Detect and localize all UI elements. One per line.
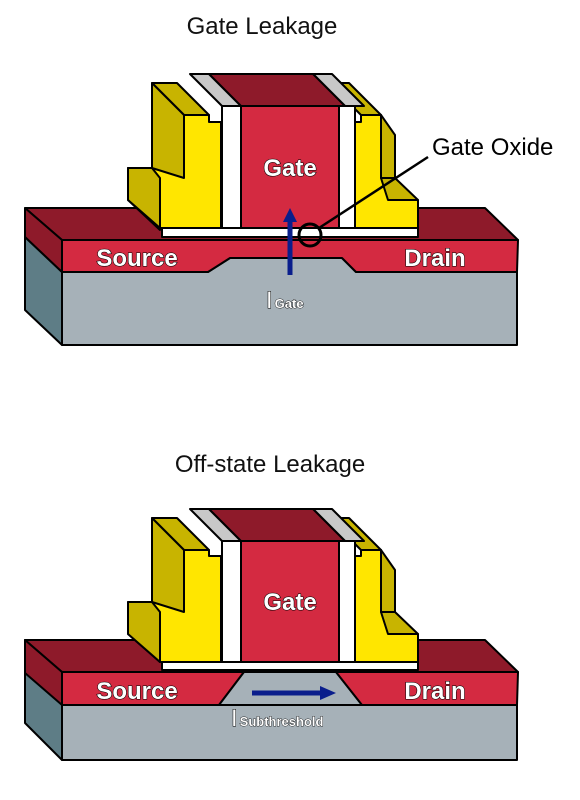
gate-leakage-svg: Gate Leakage Gate Source Drain	[24, 13, 553, 346]
gate-current-arrow	[283, 208, 297, 275]
right-spacer-ledge	[380, 177, 419, 201]
oxide-callout-line	[318, 155, 429, 230]
right-spacer-ledge	[380, 611, 419, 635]
right-liner-front	[338, 540, 356, 663]
right-spacer-side	[380, 549, 396, 613]
left-spacer-front	[151, 114, 222, 229]
left-spacer-front	[151, 549, 222, 663]
off-state-leakage-svg: Off-state Leakage Gate Source Drain	[24, 451, 519, 761]
drain-label: Drain	[404, 678, 465, 705]
right-spacer-side	[380, 114, 396, 179]
gate-leakage-title: Gate Leakage	[187, 13, 338, 40]
gate-label: Gate	[263, 589, 316, 616]
gate-front	[240, 105, 340, 229]
left-spacer-face	[127, 601, 161, 663]
gate-leakage-diagram: Gate Leakage Gate Source Drain	[0, 0, 580, 390]
off-state-leakage-diagram: Off-state Leakage Gate Source Drain	[0, 440, 580, 800]
source-label: Source	[96, 678, 177, 705]
gate-front	[240, 540, 340, 663]
gate-top	[208, 73, 346, 107]
gate-oxide-callout: Gate Oxide	[432, 134, 553, 161]
off-state-leakage-title: Off-state Leakage	[175, 451, 365, 478]
drain-region	[335, 671, 519, 706]
source-label: Source	[96, 245, 177, 272]
gate-oxide-layer	[161, 661, 419, 671]
drain-label: Drain	[404, 245, 465, 272]
gate-label: Gate	[263, 155, 316, 182]
subthreshold-current-arrow	[252, 686, 336, 700]
left-spacer-face	[127, 167, 161, 229]
gate-top	[208, 508, 346, 542]
left-liner-front	[221, 540, 242, 663]
left-liner-front	[221, 105, 242, 229]
oxide-highlight-circle	[297, 222, 323, 248]
